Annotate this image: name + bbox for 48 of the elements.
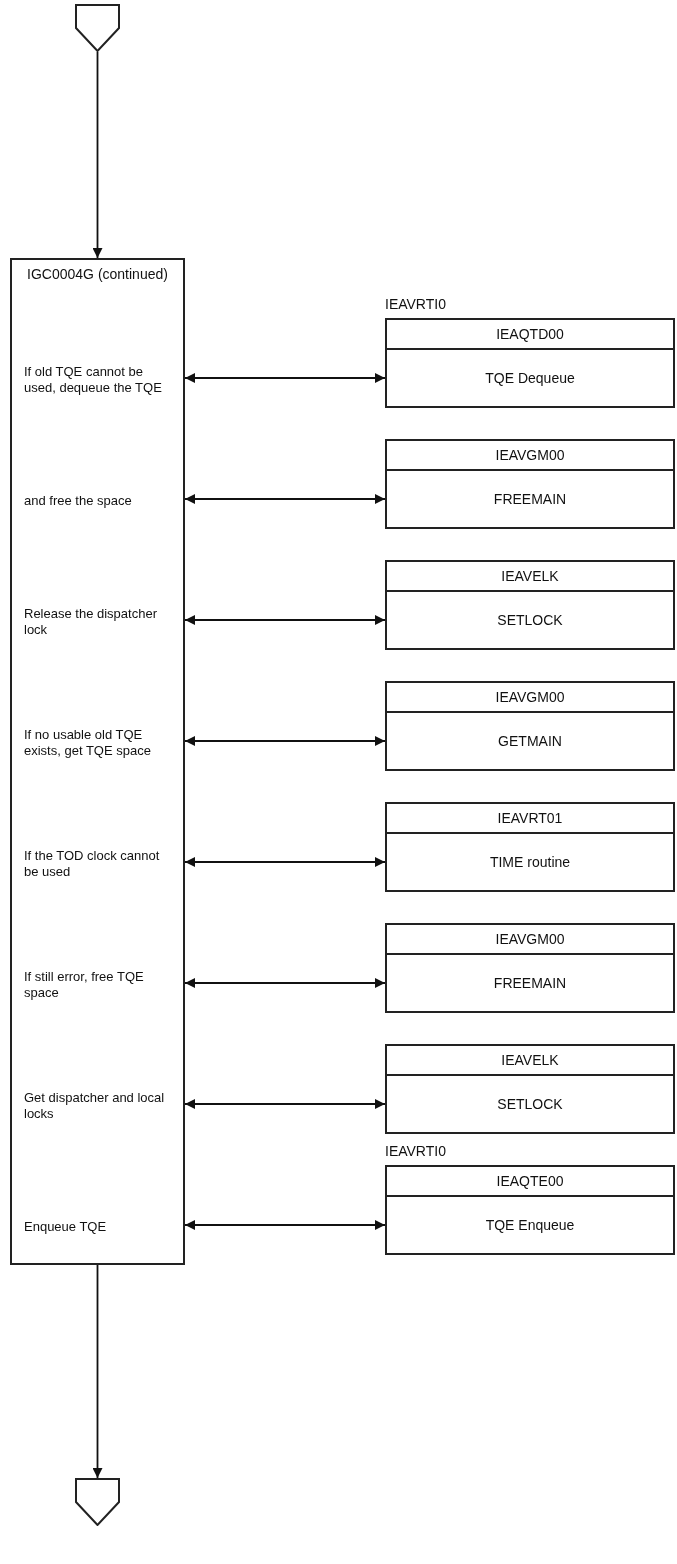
module-box	[385, 681, 675, 771]
load-module-name: IEAVRTI0	[385, 296, 446, 312]
module-box	[385, 802, 675, 892]
module-name: IEAVELK	[387, 562, 673, 592]
arrow	[92, 1264, 103, 1479]
module-box	[385, 439, 675, 529]
arrow	[184, 615, 386, 625]
step-text: If old TQE cannot be used, dequeue the TQE	[24, 363, 163, 397]
arrow	[184, 1220, 386, 1230]
step-text: If no usable old TQE exists, get TQE space	[24, 726, 152, 760]
module-function: TIME routine	[488, 853, 572, 872]
module-function: FREEMAIN	[492, 490, 568, 509]
arrow	[184, 978, 386, 988]
module-function: SETLOCK	[496, 1095, 564, 1114]
arrow	[184, 373, 386, 383]
module-name: IEAQTE00	[387, 1167, 673, 1197]
module-function: TQE Dequeue	[484, 369, 576, 388]
step-text: and free the space	[24, 492, 133, 510]
module-name: IEAVELK	[387, 1046, 673, 1076]
load-module-name: IEAVRTI0	[385, 1143, 446, 1159]
process-box	[10, 258, 185, 1265]
module-name: IEAQTD00	[387, 320, 673, 350]
module-function: TQE Enqueue	[484, 1216, 576, 1235]
off-page-connector	[75, 1478, 120, 1526]
module-name: IEAVGM00	[387, 683, 673, 713]
arrow	[184, 494, 386, 504]
module-function: SETLOCK	[496, 611, 564, 630]
module-box	[385, 560, 675, 650]
step-text: Release the dispatcher lock	[24, 605, 158, 639]
module-box	[385, 1044, 675, 1134]
step-text: Enqueue TQE	[24, 1218, 108, 1236]
arrow	[184, 1099, 386, 1109]
module-box	[385, 923, 675, 1013]
arrow	[184, 857, 386, 867]
module-function: FREEMAIN	[492, 974, 568, 993]
step-text: If still error, free TQE space	[24, 968, 145, 1002]
module-title: IGC0004G (continued)	[26, 266, 169, 282]
module-name: IEAVRT01	[387, 804, 673, 834]
module-box	[385, 318, 675, 408]
module-function: GETMAIN	[497, 732, 563, 751]
off-page-connector	[75, 4, 120, 52]
module-name: IEAVGM00	[387, 925, 673, 955]
step-text: If the TOD clock cannot be used	[24, 847, 161, 881]
arrow	[184, 736, 386, 746]
module-box	[385, 1165, 675, 1255]
arrow	[92, 51, 103, 259]
step-text: Get dispatcher and local locks	[24, 1089, 166, 1123]
module-name: IEAVGM00	[387, 441, 673, 471]
